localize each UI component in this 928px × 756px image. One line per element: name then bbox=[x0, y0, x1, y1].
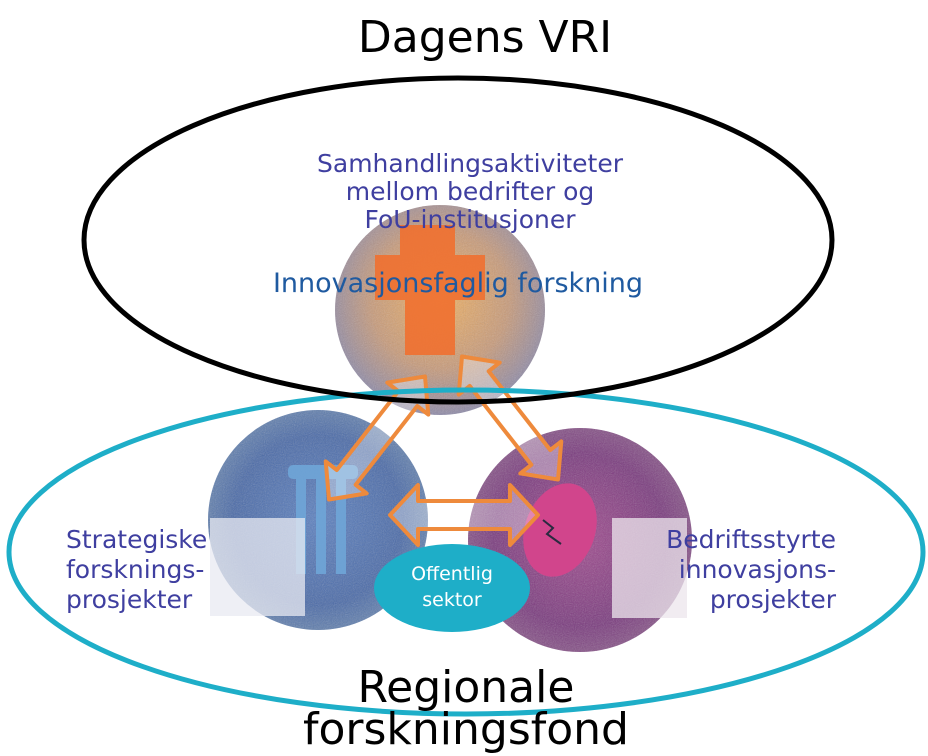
regional-fund-title-line1: Regionale bbox=[358, 662, 575, 713]
left-label-panel bbox=[210, 518, 305, 616]
top-text-line4: Innovasjonsfaglig forskning bbox=[273, 268, 643, 299]
left-text-line1: Strategiske bbox=[66, 525, 207, 554]
vri-ellipse bbox=[81, 75, 835, 405]
left-text-line2: forsknings- bbox=[66, 555, 204, 584]
vri-title: Dagens VRI bbox=[358, 12, 612, 63]
arrow-top-left bbox=[323, 374, 431, 502]
top-text-line2: mellom bedrifter og bbox=[346, 177, 595, 206]
right-text-line1: Bedriftsstyrte bbox=[666, 525, 836, 554]
top-text-line1: Samhandlingsaktiviteter bbox=[317, 149, 624, 178]
top-textured-circle bbox=[335, 205, 545, 415]
regional-fund-title-line2: forskningsfond bbox=[303, 704, 629, 755]
public-sector-line1: Offentlig bbox=[411, 563, 493, 585]
left-text-line3: prosjekter bbox=[66, 585, 193, 614]
right-text-line2: innovasjons- bbox=[679, 555, 836, 584]
regional-fund-ellipse bbox=[6, 387, 926, 717]
public-sector-oval bbox=[374, 544, 530, 632]
public-sector-line2: sektor bbox=[422, 589, 482, 611]
top-text-line3: FoU-institusjoner bbox=[364, 205, 576, 234]
right-text-line3: prosjekter bbox=[710, 585, 837, 614]
right-label-panel bbox=[612, 518, 687, 618]
arrow-horizontal bbox=[388, 483, 540, 547]
